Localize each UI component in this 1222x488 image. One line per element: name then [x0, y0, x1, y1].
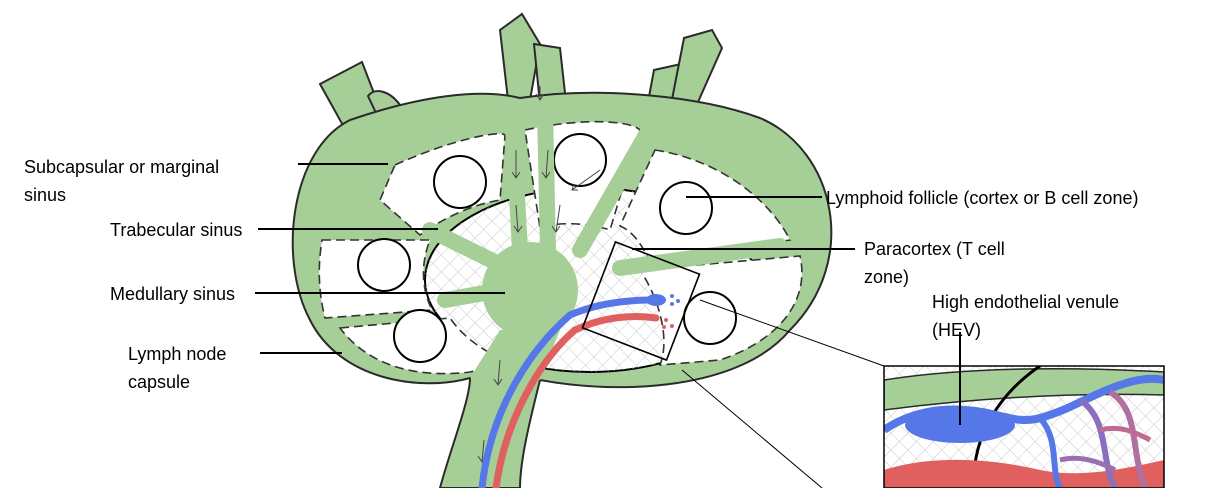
hev-vessel — [646, 294, 666, 306]
lymphoid-follicles — [357, 133, 737, 363]
blood-cells — [662, 294, 680, 329]
trabecular-sinus-channels — [422, 102, 788, 308]
inset-frame — [883, 365, 1165, 488]
medullary-sinus-hub — [482, 242, 578, 338]
hev-inset — [884, 366, 1164, 488]
label-subcapsular-sinus: Subcapsular or marginal sinus — [24, 157, 220, 205]
label-paracortex: Paracortex (T cell zone) — [864, 239, 1005, 287]
zoom-connector-lines — [681, 299, 885, 488]
label-trabecular-sinus: Trabecular sinus — [110, 220, 243, 240]
leader-lines — [255, 163, 961, 425]
label-hev: High endothelial venule (HEV) — [932, 292, 1120, 340]
lymph-flow-arrows — [477, 86, 601, 463]
label-medullary-sinus: Medullary sinus — [110, 284, 236, 304]
label-lymphoid-follicle: Lymphoid follicle (cortex or B cell zone… — [826, 188, 1139, 208]
blood-vessels — [478, 296, 660, 488]
label-lymph-node-capsule: Lymph node capsule — [128, 344, 227, 392]
zoom-region-box — [581, 240, 701, 362]
